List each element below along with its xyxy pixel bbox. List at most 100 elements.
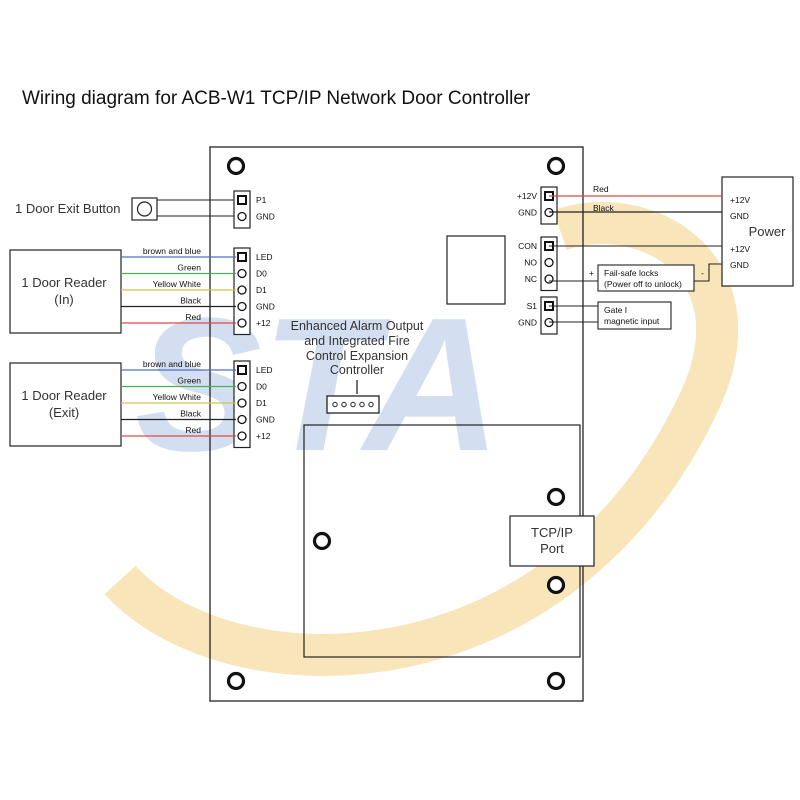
mounting-hole <box>226 156 246 176</box>
gate-label-1: Gate I <box>604 305 627 315</box>
wire-label: Yellow White <box>153 392 202 402</box>
lock-label-1: Fail-safe locks <box>604 268 658 278</box>
terminal-pin <box>237 268 247 279</box>
lock-wiring: Fail-safe locks (Power off to unlock) + … <box>549 245 722 292</box>
power-label: Power <box>749 224 787 239</box>
terminal-pin-square <box>237 365 247 375</box>
mounting-hole <box>312 531 332 551</box>
pin-label: CON <box>518 241 537 251</box>
fail-safe-lock <box>597 264 695 292</box>
pin-label: +12V <box>517 191 537 201</box>
wire-label: Red <box>185 312 201 322</box>
terminal-pin <box>237 398 247 408</box>
lock-label-2: (Power off to unlock) <box>604 279 682 289</box>
terminal-pin <box>237 211 247 222</box>
expansion-line-2: and Integrated Fire <box>304 334 410 348</box>
pin-label: NC <box>525 274 537 284</box>
reader-in-label-1: 1 Door Reader <box>21 275 107 290</box>
wire-label: Black <box>180 296 202 306</box>
reader-exit-label-2: (Exit) <box>49 405 79 420</box>
mounting-holes <box>226 156 566 691</box>
wire-label: Green <box>177 376 201 386</box>
tcpip-line-2: Port <box>540 541 564 556</box>
terminal-pin <box>237 301 247 312</box>
power-terminal-block: +12V GND <box>517 186 558 225</box>
gate-magnetic-input <box>597 301 672 330</box>
power-terminal-2: GND <box>730 211 749 221</box>
tcpip-line-1: TCP/IP <box>531 525 573 540</box>
expansion-line-1: Enhanced Alarm Output <box>291 319 424 333</box>
reader-exit: 1 Door Reader (Exit) <box>9 362 122 447</box>
watermark-swoosh <box>104 202 739 676</box>
watermark-text: STA <box>135 279 501 491</box>
pin-label: LED <box>256 365 273 375</box>
reader-in-label-2: (In) <box>54 292 74 307</box>
terminal-pin-square <box>237 252 247 262</box>
pin-label: GND <box>256 415 275 425</box>
pin-label: NO <box>524 258 537 268</box>
controller-board <box>209 146 584 702</box>
mounting-hole <box>546 575 566 595</box>
wire-label: Yellow White <box>153 279 202 289</box>
lock-minus: - <box>701 268 704 278</box>
pin-label: P1 <box>256 195 267 205</box>
terminal-pin <box>544 274 554 284</box>
pin-label: GND <box>518 208 537 218</box>
pin-label: +12 <box>256 431 271 441</box>
power-wires: Red Black <box>549 184 722 213</box>
reader-exit-label-1: 1 Door Reader <box>21 388 107 403</box>
terminal-pin <box>237 414 247 425</box>
pin-label: D0 <box>256 269 267 279</box>
exit-button-group: 1 Door Exit Button <box>15 197 236 221</box>
board-chip <box>446 235 506 305</box>
power-wire-red: Red <box>593 184 609 194</box>
wire-label: brown and blue <box>143 246 201 256</box>
power-terminal-1: +12V <box>730 195 750 205</box>
pin-label: GND <box>256 302 275 312</box>
terminal-pin <box>237 318 247 328</box>
terminal-pin <box>237 381 247 392</box>
mounting-hole <box>546 671 566 691</box>
diagram-title: Wiring diagram for ACB-W1 TCP/IP Network… <box>22 88 531 109</box>
pin-label: GND <box>518 318 537 328</box>
mounting-hole <box>546 156 566 176</box>
pin-label: +12 <box>256 318 271 328</box>
reader-in: 1 Door Reader (In) <box>9 249 122 334</box>
expansion-line-4: Controller <box>330 363 384 377</box>
gate-label-2: magnetic input <box>604 316 660 326</box>
mounting-hole <box>546 487 566 507</box>
terminal-pin <box>237 285 247 295</box>
lock-terminal-block: CON NO NC <box>518 236 558 292</box>
watermark: STA <box>104 202 739 676</box>
pin-label: GND <box>256 212 275 222</box>
lock-plus: + <box>589 268 594 278</box>
expansion-line-3: Control Expansion <box>306 349 408 363</box>
wire-label: Red <box>185 425 201 435</box>
tcpip-port: TCP/IP Port <box>509 515 595 567</box>
wire-label: Green <box>177 263 201 273</box>
power-supply: Power +12V GND +12V GND <box>721 176 794 287</box>
terminal-pin <box>237 431 247 441</box>
gate-wiring: Gate I magnetic input <box>549 301 672 330</box>
power-wire-black: Black <box>593 203 615 213</box>
wire-label: brown and blue <box>143 359 201 369</box>
terminal-pin-square <box>237 195 247 205</box>
pin-label: D0 <box>256 382 267 392</box>
mounting-hole <box>226 671 246 691</box>
pin-label: S1 <box>527 301 538 311</box>
pin-label: D1 <box>256 398 267 408</box>
pin-label: LED <box>256 252 273 262</box>
terminal-pin <box>544 257 554 268</box>
power-terminal-3: +12V <box>730 244 750 254</box>
wire-label: Black <box>180 409 202 419</box>
pin-label: D1 <box>256 285 267 295</box>
power-terminal-4: GND <box>730 260 749 270</box>
